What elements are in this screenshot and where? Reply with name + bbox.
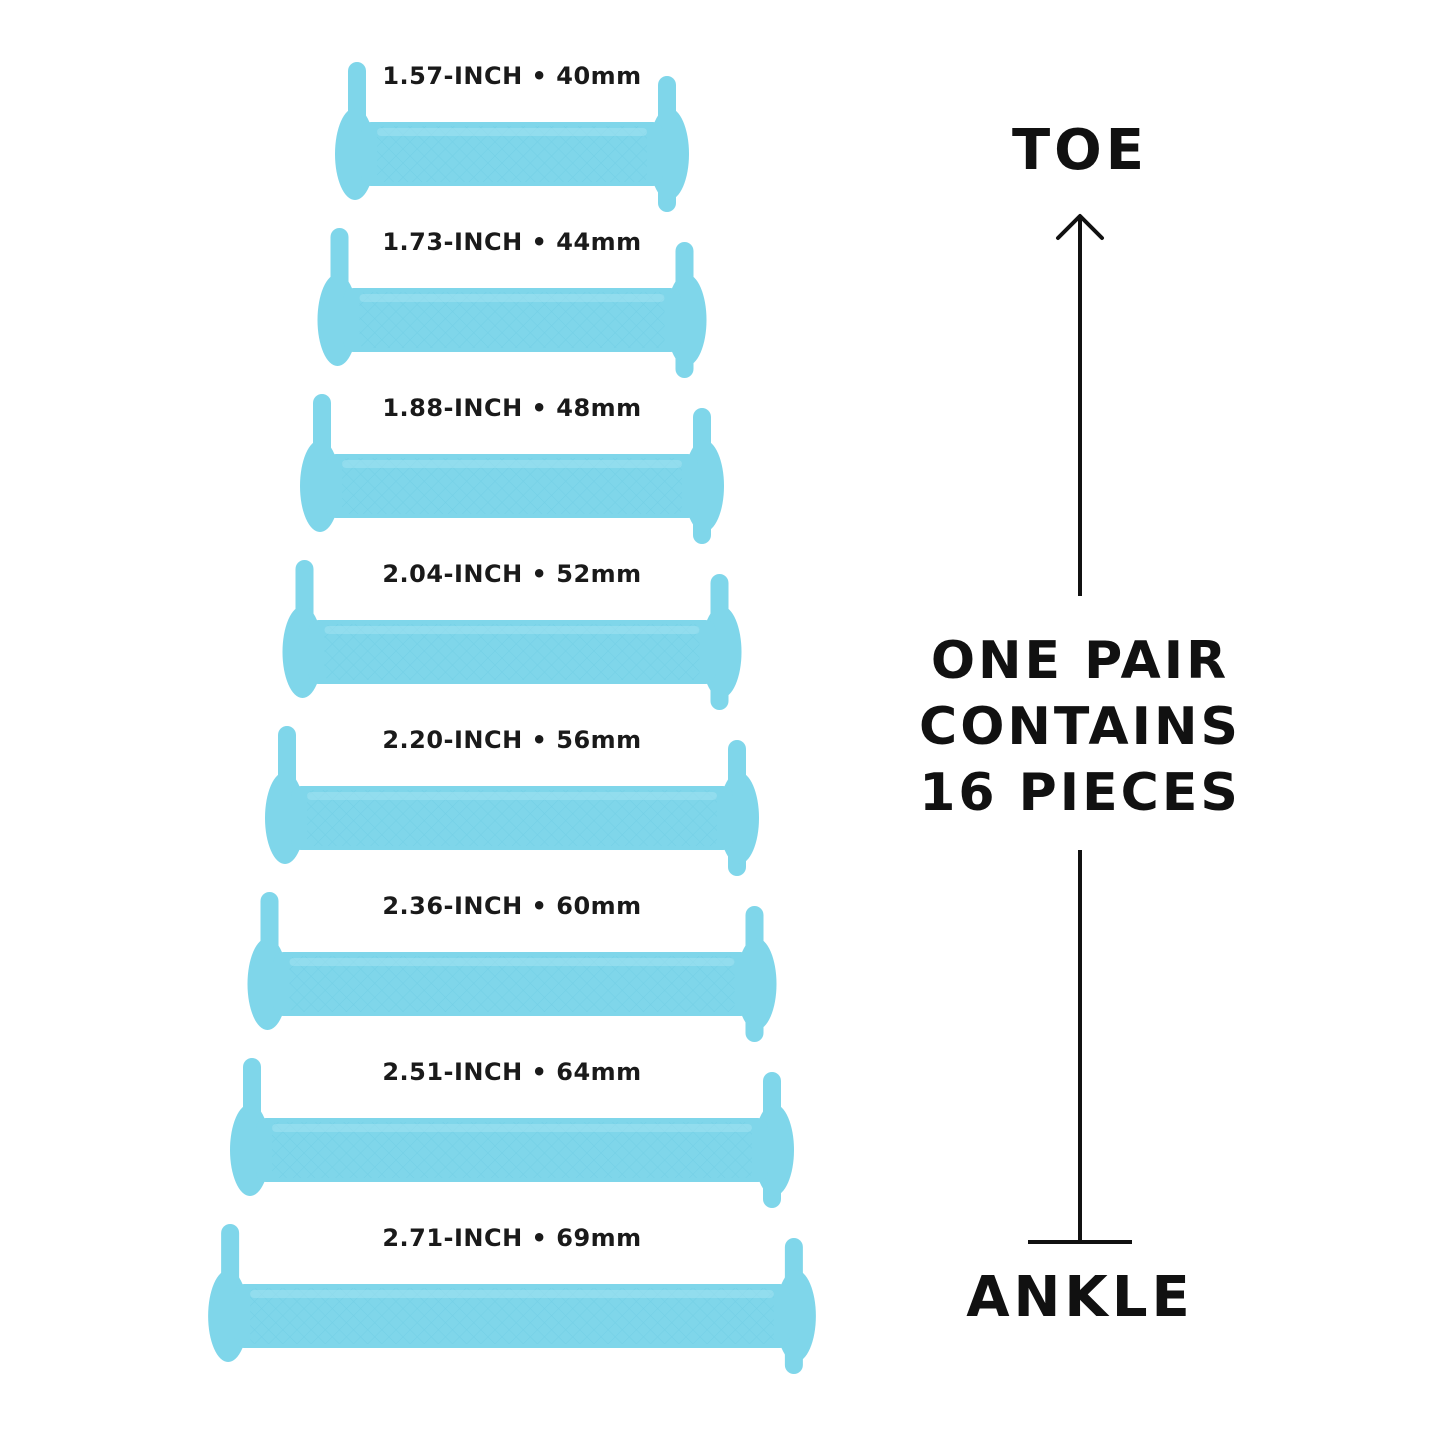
lace-highlight	[272, 1124, 752, 1132]
lace-piece	[208, 1224, 816, 1374]
toe-label: TOE	[1011, 118, 1149, 183]
lace-texture	[324, 624, 700, 680]
lace-texture	[307, 790, 717, 846]
lace-size-label: 1.73-INCH • 44mm	[382, 228, 642, 256]
pair-info-line-3: 16 PIECES	[919, 763, 1241, 823]
lace-texture	[250, 1288, 774, 1344]
lace-highlight	[289, 958, 735, 966]
pair-info: ONE PAIR CONTAINS 16 PIECES	[900, 628, 1260, 826]
lace-highlight	[359, 294, 665, 302]
pair-info-line-1: ONE PAIR	[930, 631, 1230, 691]
lace-size-label: 1.57-INCH • 40mm	[382, 62, 642, 90]
lace-texture	[342, 458, 682, 514]
lace-texture	[289, 956, 735, 1012]
direction-arrow	[1028, 214, 1132, 1244]
ankle-label: ANKLE	[966, 1265, 1194, 1330]
lace-size-label: 2.71-INCH • 69mm	[382, 1224, 642, 1252]
lace-piece	[317, 228, 707, 378]
lace-texture	[377, 126, 647, 182]
lace-texture	[272, 1122, 752, 1178]
lace-size-label: 2.51-INCH • 64mm	[382, 1058, 642, 1086]
lace-highlight	[307, 792, 717, 800]
lace-piece	[300, 394, 724, 544]
lace-highlight	[377, 128, 647, 136]
lace-size-label: 1.88-INCH • 48mm	[382, 394, 642, 422]
lace-size-label: 2.36-INCH • 60mm	[382, 892, 642, 920]
lace-highlight	[250, 1290, 774, 1298]
lace-size-label: 2.20-INCH • 56mm	[382, 726, 642, 754]
lace-piece	[282, 560, 742, 710]
lace-texture	[359, 292, 665, 348]
lace-highlight	[342, 460, 682, 468]
lace-piece	[230, 1058, 794, 1208]
lace-size-label: 2.04-INCH • 52mm	[382, 560, 642, 588]
lace-piece	[247, 892, 777, 1042]
lace-highlight	[324, 626, 700, 634]
pair-info-line-2: CONTAINS	[919, 697, 1241, 757]
arrowhead-icon	[1056, 214, 1104, 240]
lace-piece	[335, 62, 689, 212]
lace-piece	[265, 726, 759, 876]
